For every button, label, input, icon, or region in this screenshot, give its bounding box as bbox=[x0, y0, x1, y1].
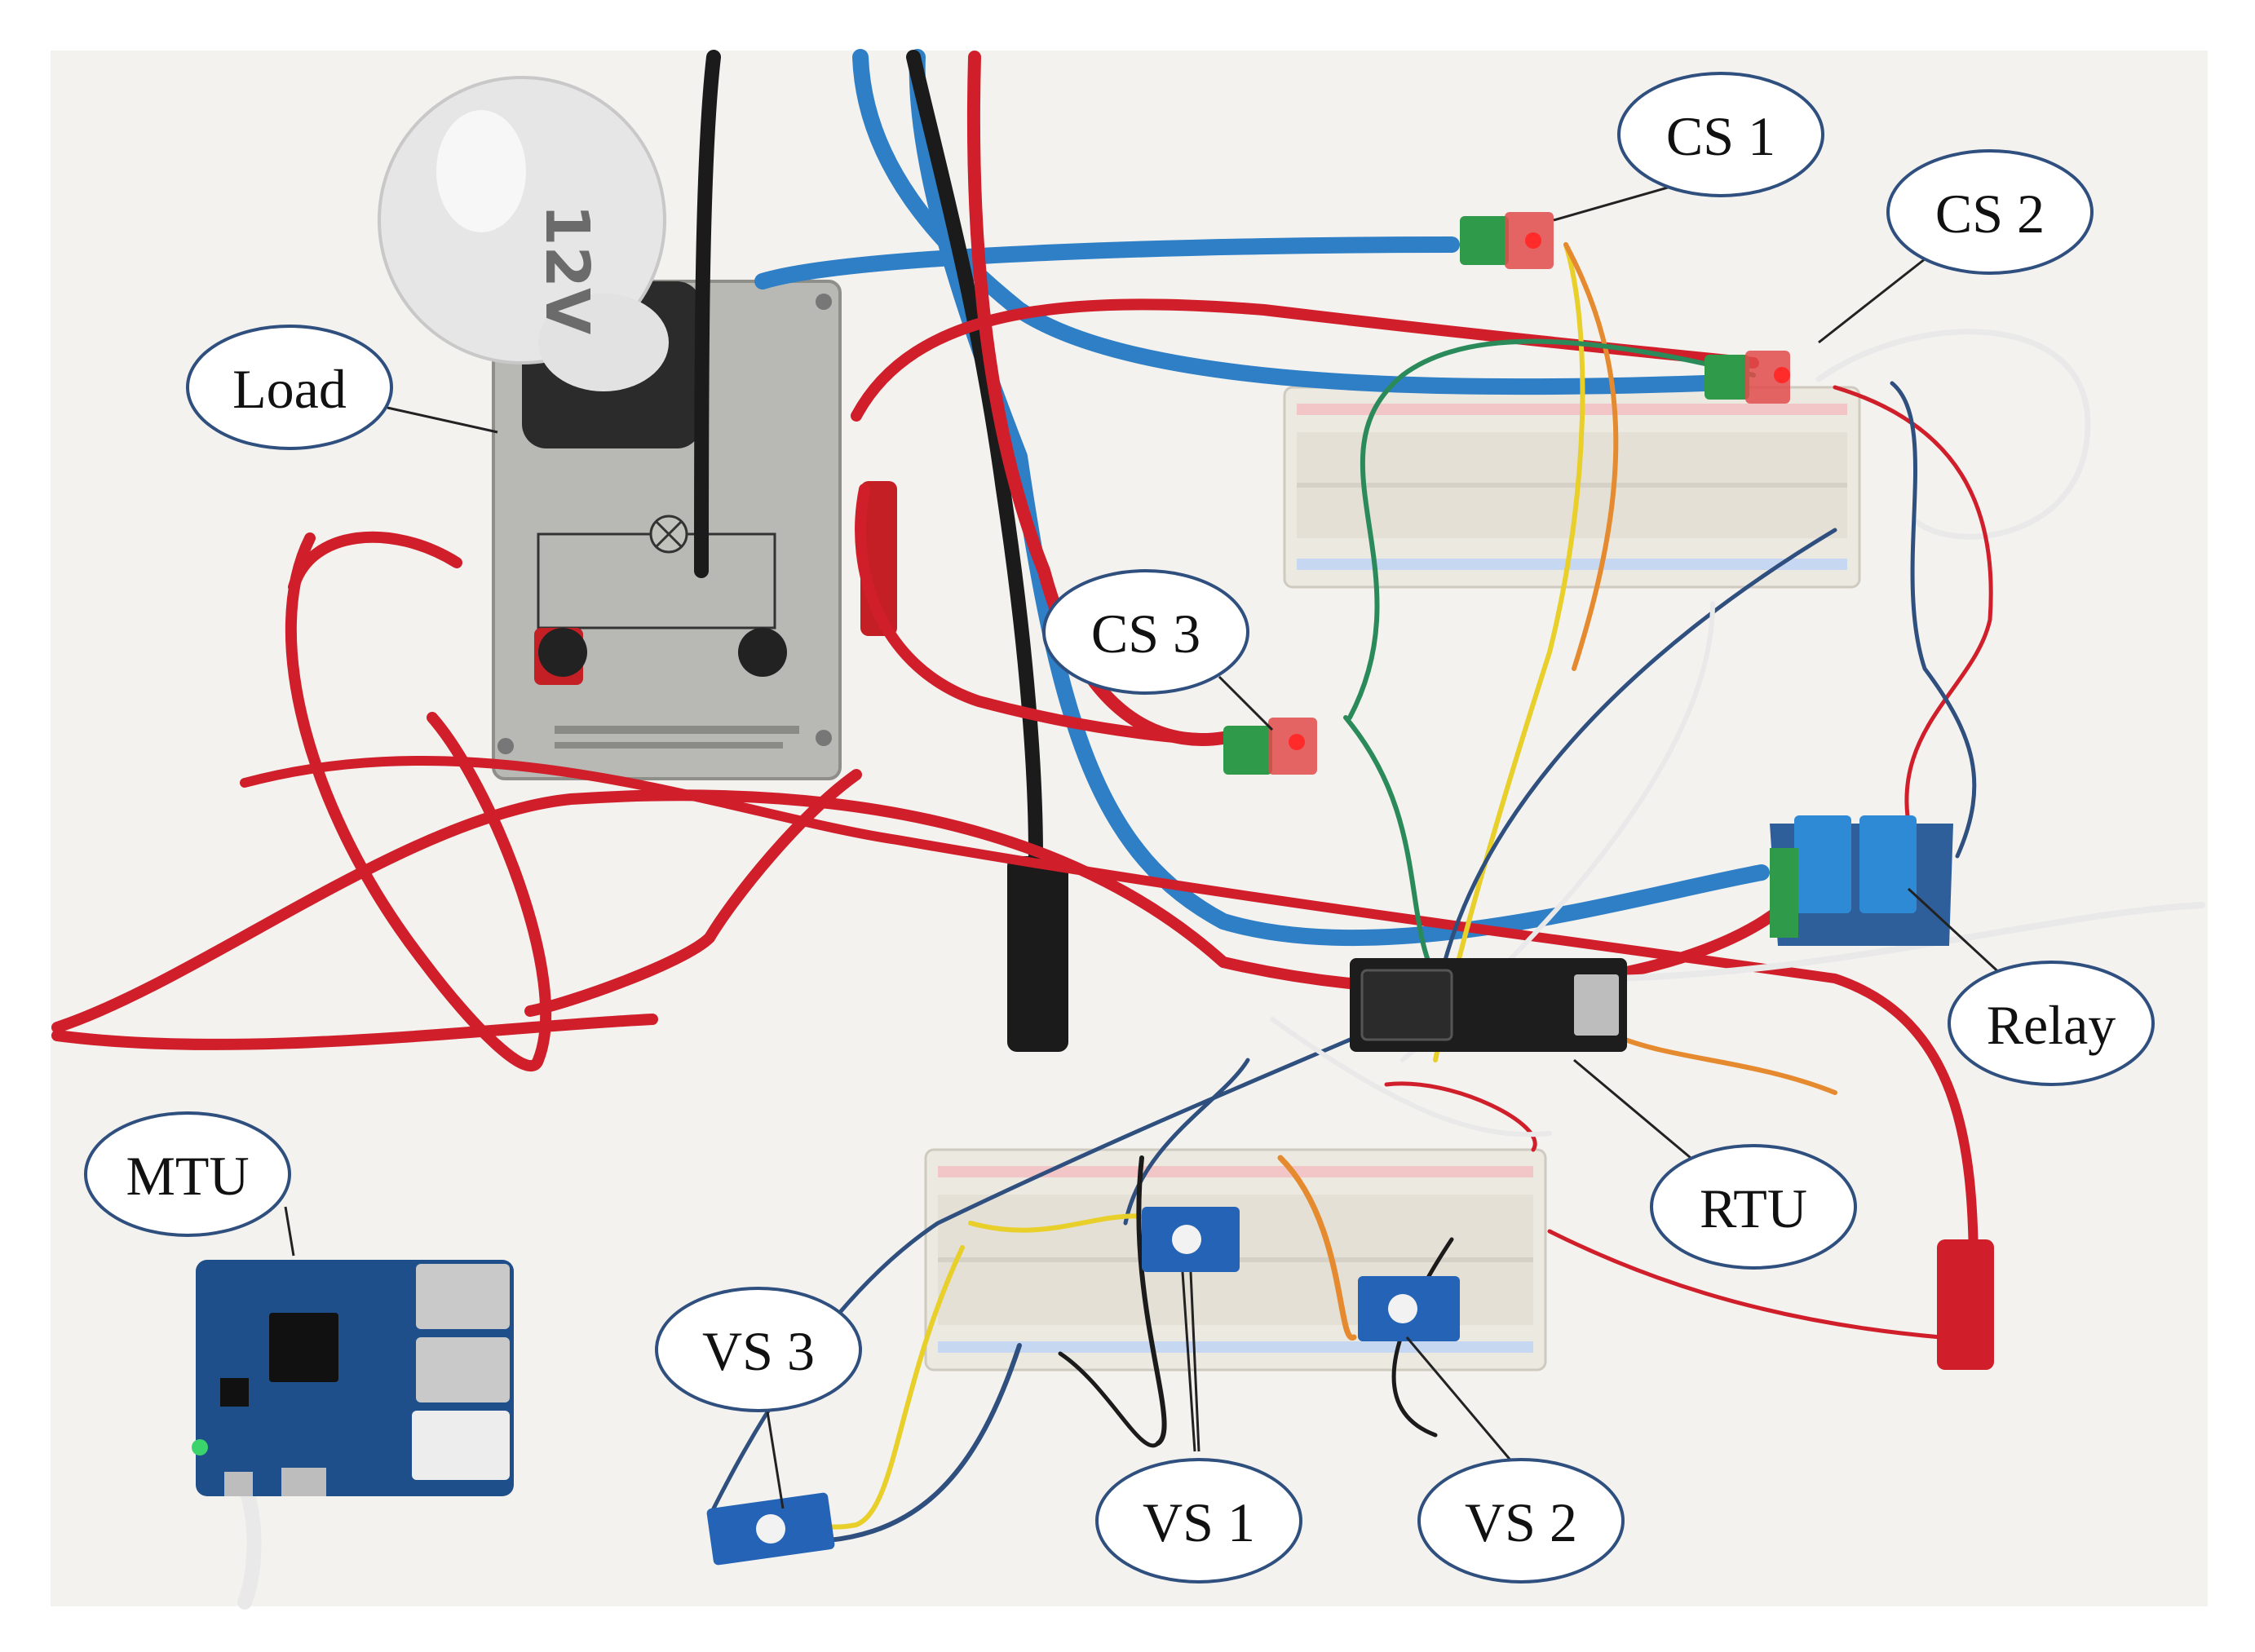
label-cs1: CS 1 bbox=[1666, 105, 1775, 167]
label-vs1: VS 1 bbox=[1143, 1491, 1255, 1553]
callout-relay: Relay bbox=[1948, 961, 2155, 1086]
callout-vs3: VS 3 bbox=[655, 1287, 862, 1412]
label-mtu: MTU bbox=[126, 1145, 249, 1207]
label-cs3: CS 3 bbox=[1091, 603, 1200, 665]
callout-rtu: RTU bbox=[1650, 1144, 1857, 1270]
breadboard-top bbox=[1283, 386, 1861, 589]
current-sensor-1 bbox=[1460, 212, 1554, 269]
rtu-board bbox=[1350, 958, 1627, 1052]
voltage-sensor-2 bbox=[1358, 1276, 1460, 1341]
mtu-board bbox=[192, 1260, 514, 1496]
current-sensor-3 bbox=[1223, 718, 1317, 775]
callout-cs1: CS 1 bbox=[1617, 72, 1824, 197]
current-sensor-2 bbox=[1705, 351, 1790, 404]
voltage-sensor-3 bbox=[706, 1492, 835, 1566]
callout-cs3: CS 3 bbox=[1042, 569, 1249, 695]
callout-cs2: CS 2 bbox=[1886, 149, 2094, 275]
bulb-marking: 12V bbox=[532, 204, 602, 334]
callout-mtu: MTU bbox=[84, 1111, 291, 1237]
label-rtu: RTU bbox=[1700, 1177, 1807, 1239]
label-relay: Relay bbox=[1987, 994, 2116, 1056]
callout-vs2: VS 2 bbox=[1417, 1458, 1625, 1584]
wires bbox=[51, 49, 2205, 1610]
leader-lines bbox=[284, 178, 2016, 1509]
voltage-sensor-1 bbox=[1142, 1207, 1240, 1272]
label-load: Load bbox=[232, 358, 347, 420]
label-vs2: VS 2 bbox=[1465, 1491, 1577, 1553]
label-vs3: VS 3 bbox=[702, 1320, 815, 1382]
callout-vs1: VS 1 bbox=[1095, 1458, 1302, 1584]
callout-load: Load bbox=[186, 325, 393, 450]
light-bulb: 12V bbox=[378, 76, 669, 391]
relay-module bbox=[1770, 815, 1953, 946]
label-cs2: CS 2 bbox=[1935, 183, 2045, 245]
